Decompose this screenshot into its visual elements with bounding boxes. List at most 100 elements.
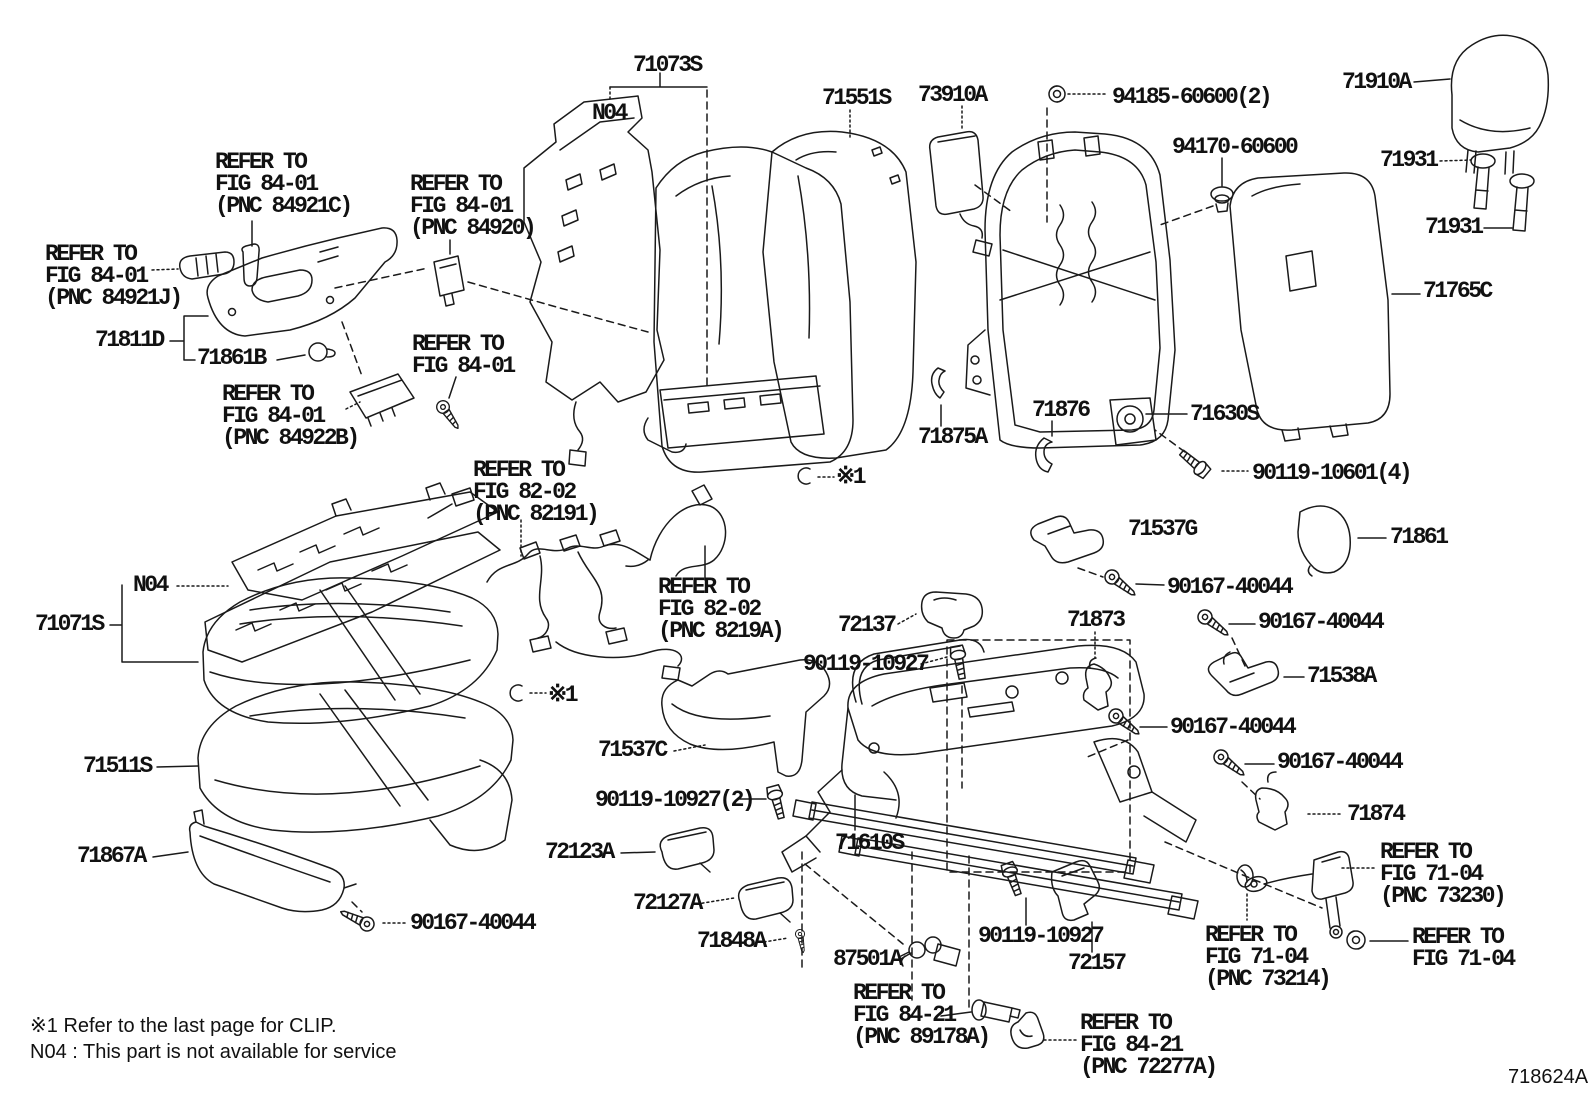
bracket-72157	[1050, 859, 1101, 922]
seat-frame-assembly	[781, 638, 1199, 920]
label-71848A: 71848A	[697, 928, 768, 954]
seat-cushion-pad	[202, 577, 499, 725]
label-72127A: 72127A	[633, 890, 704, 916]
seat-back-frame	[965, 131, 1176, 449]
screw-90167-2	[1194, 606, 1233, 642]
screw-90167-3	[1105, 705, 1144, 741]
label-71551S: 71551S	[822, 85, 893, 111]
label-clip-mark-left: ※1	[548, 682, 578, 708]
knob-71861	[1297, 505, 1351, 577]
label-90167-40044-4: 90167-40044	[1277, 749, 1404, 775]
label-72137: 72137	[838, 612, 896, 638]
label-figure-code: 718624A	[1508, 1066, 1589, 1088]
label-71931-upper: 71931	[1380, 147, 1438, 173]
label-71538A: 71538A	[1307, 663, 1378, 689]
screw-90167-1	[1101, 566, 1140, 602]
seat-cushion-cover	[197, 681, 514, 852]
label-72123A: 72123A	[545, 839, 616, 865]
seat-back-pad	[523, 95, 665, 467]
label-71537C: 71537C	[598, 737, 669, 763]
label-note-1: ※1 Refer to the last page for CLIP.	[30, 1015, 337, 1037]
label-clip-mark-right: ※1	[836, 464, 866, 490]
label-71630S: 71630S	[1190, 401, 1261, 427]
screw-90167-4	[1210, 746, 1249, 782]
headrest	[1450, 34, 1550, 175]
label-94185-60600: 94185-60600(2)	[1112, 84, 1270, 110]
label-87501A: 87501A	[833, 946, 904, 972]
label-71876: 71876	[1032, 397, 1090, 423]
seat-back-cover	[643, 130, 917, 473]
label-90119-10927-bot: 90119-10927	[978, 923, 1104, 949]
label-71073S: 71073S	[633, 52, 704, 78]
label-71873: 71873	[1067, 607, 1125, 633]
label-71861B: 71861B	[197, 345, 268, 371]
label-71071S: 71071S	[35, 611, 106, 637]
label-90119-10927-mid: 90119-10927	[803, 651, 929, 677]
label-90119-10927-x2: 90119-10927(2)	[595, 787, 753, 813]
label-71811D: 71811D	[95, 327, 165, 353]
screw-71848a	[794, 928, 809, 954]
label-72157: 72157	[1068, 950, 1126, 976]
front-valance	[188, 809, 378, 935]
anchor-nut	[1346, 930, 1366, 950]
label-73910A: 73910A	[918, 82, 989, 108]
label-71765C: 71765C	[1423, 278, 1494, 304]
clip-89178a	[971, 999, 1021, 1023]
label-N04-bottom: N04	[133, 572, 170, 598]
bracket-71538a	[1207, 651, 1280, 697]
label-71610S: 71610S	[835, 830, 906, 856]
label-90167-40044-1: 90167-40044	[1167, 574, 1294, 600]
label-90167-40044-5: 90167-40044	[410, 910, 537, 936]
label-note-2: N04 : This part is not available for ser…	[30, 1041, 396, 1063]
hook-72277a	[1010, 1011, 1045, 1050]
label-71875A: 71875A	[918, 424, 989, 450]
front-shield-71537c	[661, 659, 831, 777]
label-71861: 71861	[1390, 524, 1448, 550]
sensor-87501a	[900, 936, 961, 967]
bolt-10601	[1176, 446, 1213, 481]
wiring-harness	[486, 484, 727, 681]
label-71931-lower: 71931	[1425, 214, 1483, 240]
hook-71875a	[930, 367, 946, 399]
label-90167-40044-3: 90167-40044	[1170, 714, 1297, 740]
seat-belt-buckle	[1244, 850, 1354, 939]
label-71910A: 71910A	[1342, 69, 1413, 95]
headrest-support-2	[1509, 173, 1535, 232]
clip-symbol-left	[509, 684, 523, 702]
clip-symbol-right	[797, 467, 811, 485]
side-shield-assembly	[178, 227, 465, 433]
label-N04-top: N04	[592, 100, 629, 126]
clip-73214	[1236, 864, 1254, 888]
label-71874: 71874	[1347, 801, 1406, 827]
clip-72123a	[659, 826, 715, 873]
clip-72127a	[737, 876, 794, 923]
seat-back-board	[1229, 172, 1391, 442]
hook-71876	[1034, 437, 1053, 473]
bracket-71874	[1254, 771, 1289, 831]
bracket-71537g	[1030, 515, 1105, 564]
label-94170-60600: 94170-60600	[1172, 134, 1298, 160]
label-90167-40044-2: 90167-40044	[1258, 609, 1385, 635]
occupant-sensor-73910a	[928, 130, 993, 257]
label-90119-10601: 90119-10601(4)	[1252, 460, 1410, 486]
hook-71873	[1082, 657, 1113, 711]
cushion-heater-pad	[204, 482, 501, 663]
label-71867A: 71867A	[77, 843, 148, 869]
headrest-support-1	[1470, 153, 1496, 210]
bracket-72137	[920, 591, 984, 639]
